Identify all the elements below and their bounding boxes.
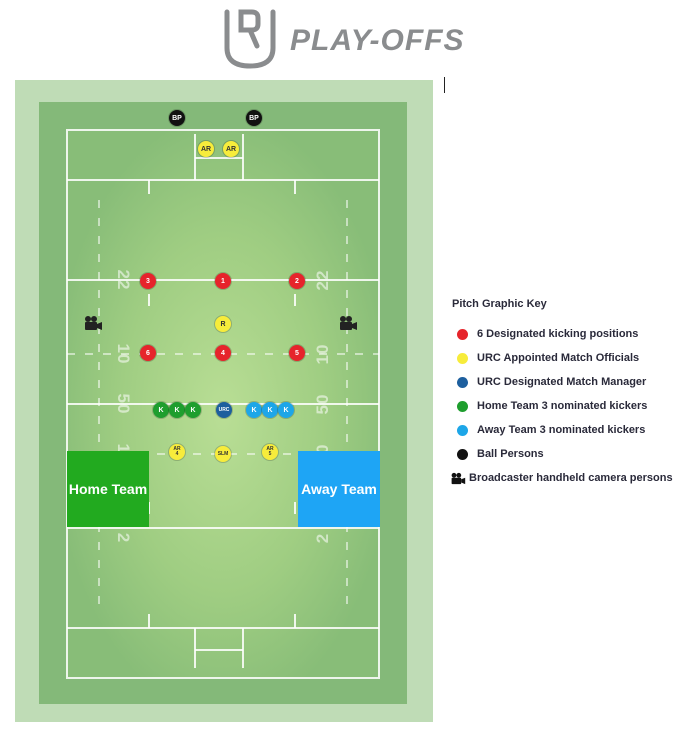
ball-person-marker: BP [169,110,185,126]
video-camera-icon [451,472,466,484]
home-kicker-marker: K [153,402,169,418]
key-title: Pitch Graphic Key [452,298,547,310]
assistant-referee-marker: AR [198,141,214,157]
sideline-manager-marker: SLM [215,446,231,462]
field-number-22-left: 22 [114,269,133,291]
field-number-2-bottom-left: 2 [114,532,133,544]
key-item-label: Away Team 3 nominated kickers [477,424,646,436]
key-item-home-kickers: Home Team 3 nominated kickers [450,394,675,418]
key-item-match-manager: URC Designated Match Manager [450,370,675,394]
kicking-position-2: 2 [289,273,305,289]
match-manager-marker: URC [216,402,232,418]
kicking-position-3: 3 [140,273,156,289]
kicking-position-5: 5 [289,345,305,361]
video-camera-icon [340,316,357,330]
field-number-50-right: 50 [313,393,332,415]
red-dot-icon [457,328,468,340]
rugby-pitch: 22 22 10 10 50 50 10 10 2 2 Home Team Aw… [15,80,433,722]
yellow-dot-icon [457,352,468,364]
field-number-50-left: 50 [114,393,133,415]
assistant-referee-5-marker: AR 5 [262,444,278,460]
black-dot-icon [457,448,468,460]
navy-dot-icon [457,376,468,388]
text-cursor [444,77,445,93]
field-number-10-right: 10 [313,343,332,365]
kicking-position-1: 1 [215,273,231,289]
assistant-referee-marker: AR [223,141,239,157]
field-number-10-left: 10 [114,343,133,365]
urc-emblem [224,9,276,69]
kicking-position-6: 6 [140,345,156,361]
light-blue-dot-icon [457,424,468,436]
pitch-graphic [15,80,433,722]
ball-person-marker: BP [246,110,262,126]
key-item-label: URC Appointed Match Officials [477,352,640,364]
ar5-line2: 5 [268,451,272,457]
key-item-away-kickers: Away Team 3 nominated kickers [450,418,675,442]
ar5-line1: AR [266,446,274,452]
away-kicker-marker: K [262,402,278,418]
urc-play-offs-logo: PLAY-OFFS [224,9,465,69]
home-kicker-marker: K [185,402,201,418]
key-item-label: 6 Designated kicking positions [477,328,639,340]
key-item-label: Home Team 3 nominated kickers [477,400,648,412]
ar4-line2: 4 [175,451,179,457]
away-team-area: Away Team [298,451,380,527]
pitch-graphic-key: Pitch Graphic Key 6 Designated kicking p… [450,298,675,490]
key-item-label: URC Designated Match Manager [477,376,647,388]
away-kicker-marker: K [278,402,294,418]
key-item-ball-persons: Ball Persons [450,442,675,466]
away-kicker-marker: K [246,402,262,418]
home-kicker-marker: K [169,402,185,418]
play-offs-title: PLAY-OFFS [290,24,465,57]
key-item-match-officials: URC Appointed Match Officials [450,346,675,370]
field-number-22-right: 22 [313,269,332,291]
kicking-position-4: 4 [215,345,231,361]
key-item-kicking-positions: 6 Designated kicking positions [450,322,675,346]
key-item-label: Broadcaster handheld camera persons [469,472,673,484]
video-camera-icon [85,316,102,330]
key-item-camera-persons: Broadcaster handheld camera persons [450,466,675,490]
home-team-area: Home Team [67,451,149,527]
field-number-2-bottom-right: 2 [313,532,332,544]
ar4-line1: AR [173,446,181,452]
green-dot-icon [457,400,468,412]
assistant-referee-4-marker: AR 4 [169,444,185,460]
key-item-label: Ball Persons [477,448,544,460]
referee-marker: R [215,316,231,332]
